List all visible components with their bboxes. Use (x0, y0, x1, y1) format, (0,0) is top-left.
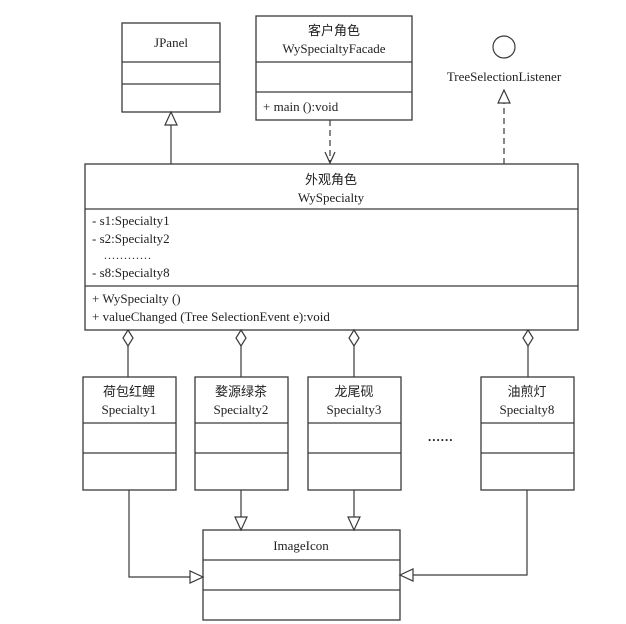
class-specialty3: 龙尾砚 Specialty3 (307, 376, 402, 491)
generalization-arrowhead-icon (398, 568, 414, 582)
facade-method: + main ():void (263, 99, 339, 114)
wyspecialty-method: + valueChanged (Tree SelectionEvent e):v… (92, 309, 330, 324)
wyspecialty-attribute: - s2:Specialty2 (92, 231, 170, 246)
class-specialty8: 油煎灯 Specialty8 (480, 376, 575, 491)
specialty3-role: 龙尾砚 (334, 385, 373, 400)
generalization-line (413, 490, 528, 576)
generalization-arrowhead-icon (234, 516, 248, 532)
wyspecialty-role: 外观角色 (305, 172, 357, 188)
wyspecialty-attribute-ellipsis: ............ (104, 248, 152, 262)
specialty8-box (480, 376, 575, 491)
generalization-links-bottom (128, 490, 528, 584)
specialty8-role: 油煎灯 (507, 384, 546, 400)
aggregation-diamond-icon (522, 328, 534, 348)
interface-tree-selection-listener: TreeSelectionListener (447, 35, 562, 84)
jpanel-name: JPanel (154, 35, 188, 50)
relationships-top (164, 88, 511, 165)
class-wyspecialty: 外观角色 WySpecialty - s1:Specialty1 - s2:Sp… (84, 163, 579, 331)
aggregation-diamond-icon (348, 328, 360, 348)
facade-box (255, 15, 413, 121)
specialty3-name: Specialty3 (327, 402, 382, 417)
specialty3-box (307, 376, 402, 491)
specialty2-role: 婺源绿茶 (215, 384, 267, 400)
dependency-arrowhead-icon (324, 151, 336, 165)
specialty1-name: Specialty1 (102, 402, 157, 417)
aggregation-links (122, 328, 534, 377)
class-imageicon: ImageIcon (202, 529, 401, 621)
specialty2-box (194, 376, 289, 491)
specialty1-role: 荷包红鲤 (103, 384, 155, 400)
class-specialty1: 荷包红鲤 Specialty1 (82, 376, 177, 491)
specialty8-name: Specialty8 (500, 402, 555, 417)
generalization-arrowhead-icon (189, 570, 205, 584)
specialty1-box (82, 376, 177, 491)
facade-name: WySpecialtyFacade (282, 41, 385, 56)
facade-role: 客户角色 (308, 23, 360, 39)
class-wyspecialty-facade: 客户角色 WySpecialtyFacade + main ():void (255, 15, 413, 121)
realization-arrowhead-icon (497, 88, 511, 104)
wyspecialty-name: WySpecialty (298, 190, 365, 205)
class-jpanel: JPanel (121, 22, 221, 113)
wyspecialty-method: + WySpecialty () (92, 291, 181, 306)
imageicon-box (202, 529, 401, 621)
interface-lollipop-icon (492, 35, 516, 59)
generalization-arrowhead-icon (347, 516, 361, 532)
aggregation-diamond-icon (122, 328, 134, 348)
class-specialty2: 婺源绿茶 Specialty2 (194, 376, 289, 491)
aggregation-diamond-icon (235, 328, 247, 348)
specialty-ellipsis: ...... (428, 429, 454, 444)
specialty2-name: Specialty2 (214, 402, 269, 417)
specialty-classes: 荷包红鲤 Specialty1 婺源绿茶 Specialty2 龙尾砚 Spec… (82, 376, 575, 491)
jpanel-box (121, 22, 221, 113)
wyspecialty-attribute: - s1:Specialty1 (92, 213, 170, 228)
generalization-line (128, 490, 190, 578)
generalization-arrowhead-icon (164, 110, 178, 126)
imageicon-name: ImageIcon (273, 538, 329, 553)
interface-name: TreeSelectionListener (447, 69, 562, 84)
wyspecialty-attribute: - s8:Specialty8 (92, 265, 170, 280)
wyspecialty-box (84, 163, 579, 331)
